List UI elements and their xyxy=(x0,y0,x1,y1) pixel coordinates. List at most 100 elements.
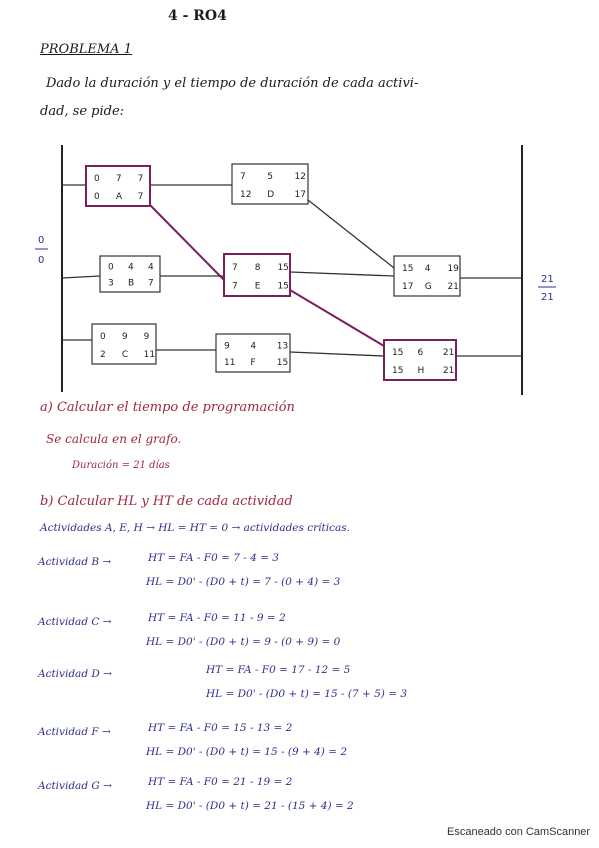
activity-ht: HT = FA - F0 = 7 - 4 = 3 xyxy=(148,552,279,564)
node-box xyxy=(91,323,157,365)
node-value: 0 xyxy=(100,332,106,342)
problem-heading: PROBLEMA 1 xyxy=(40,42,132,57)
end-fraction-bottom: 21 xyxy=(541,292,554,303)
node-box xyxy=(223,253,291,297)
edge-F-H xyxy=(289,351,385,357)
node-value: 9 xyxy=(122,332,128,342)
node-value: 8 xyxy=(255,263,261,273)
node-value: 0 xyxy=(94,192,100,202)
end-fraction-top: 21 xyxy=(541,274,554,285)
node-value: G xyxy=(425,282,432,292)
activity-ht: HT = FA - F0 = 21 - 19 = 2 xyxy=(148,776,293,788)
node-value: 7 xyxy=(232,263,238,273)
section-a-line-2: Duración = 21 días xyxy=(72,460,170,471)
activity-name: Actividad G → xyxy=(38,780,112,792)
node-value: 11 xyxy=(144,350,155,360)
scanner-watermark: Escaneado con CamScanner xyxy=(447,826,591,838)
start-fraction-top: 0 xyxy=(38,235,44,246)
node-value: 4 xyxy=(128,263,134,273)
critical-activities-line: Actividades A, E, H → HL = HT = 0 → acti… xyxy=(40,522,350,534)
node-value: 15 xyxy=(392,366,403,376)
node-value: 11 xyxy=(224,358,235,368)
node-value: 15 xyxy=(402,264,413,274)
page-header: 4 - RO4 xyxy=(168,8,227,24)
node-value: B xyxy=(128,279,134,289)
start-fraction-bottom: 0 xyxy=(38,255,44,266)
node-value: 15 xyxy=(392,348,403,358)
node-value: 3 xyxy=(108,279,114,289)
activity-name: Actividad D → xyxy=(38,668,112,680)
node-box xyxy=(231,163,309,205)
node-g: 15 4 19 17 G 21 xyxy=(393,255,461,297)
node-box xyxy=(85,165,151,207)
section-b-label: b) Calcular HL y HT de cada actividad xyxy=(40,494,293,509)
node-value: 0 xyxy=(108,263,114,273)
node-value: 2 xyxy=(100,350,106,360)
activity-ht: HT = FA - F0 = 17 - 12 = 5 xyxy=(206,664,351,676)
node-box xyxy=(393,255,461,297)
activity-hl: HL = D0' - (D0 + t) = 7 - (0 + 4) = 3 xyxy=(146,576,341,588)
node-value: 17 xyxy=(295,190,306,200)
activity-ht: HT = FA - F0 = 11 - 9 = 2 xyxy=(148,612,286,624)
edge-D-G xyxy=(307,199,395,269)
edge-E-H xyxy=(289,289,385,347)
activity-ht: HT = FA - F0 = 15 - 13 = 2 xyxy=(148,722,293,734)
node-value: H xyxy=(417,366,424,376)
node-value: 12 xyxy=(295,172,306,182)
intro-line-1: Dado la duración y el tiempo de duración… xyxy=(46,76,419,91)
node-value: 5 xyxy=(267,172,273,182)
node-value: D xyxy=(267,190,274,200)
node-value: 6 xyxy=(417,348,423,358)
node-value: 15 xyxy=(277,263,288,273)
node-value: 9 xyxy=(224,341,230,351)
node-value: A xyxy=(116,192,123,202)
node-value: 0 xyxy=(94,174,100,184)
node-value: 9 xyxy=(144,332,150,342)
node-value: 7 xyxy=(240,172,246,182)
node-value: 7 xyxy=(232,281,238,291)
edge-E-G xyxy=(289,271,395,277)
node-value: 7 xyxy=(148,279,154,289)
node-value: 7 xyxy=(138,192,144,202)
node-box xyxy=(215,333,291,373)
node-value: 21 xyxy=(447,282,458,292)
node-value: C xyxy=(122,350,128,360)
node-value: E xyxy=(255,281,261,291)
activity-name: Actividad B → xyxy=(38,556,112,568)
activity-hl: HL = D0' - (D0 + t) = 9 - (0 + 9) = 0 xyxy=(146,636,341,648)
activity-hl: HL = D0' - (D0 + t) = 21 - (15 + 4) = 2 xyxy=(146,800,354,812)
node-value: 4 xyxy=(250,341,256,351)
node-value: 15 xyxy=(277,281,288,291)
node-c: 0 9 9 2 C 11 xyxy=(91,323,157,365)
node-value: 21 xyxy=(443,348,454,358)
node-value: 15 xyxy=(277,358,288,368)
node-value: 19 xyxy=(447,264,459,274)
edge-start-B xyxy=(61,275,101,279)
activity-name: Actividad F → xyxy=(38,726,111,738)
activity-hl: HL = D0' - (D0 + t) = 15 - (9 + 4) = 2 xyxy=(146,746,348,758)
node-box xyxy=(99,255,161,293)
node-value: 7 xyxy=(116,174,122,184)
intro-line-2: dad, se pide: xyxy=(40,104,125,119)
activity-name: Actividad C → xyxy=(38,616,112,628)
edge-A-E xyxy=(149,204,225,281)
section-a-line-1: Se calcula en el grafo. xyxy=(46,432,182,446)
node-value: 17 xyxy=(402,282,413,292)
node-value: 12 xyxy=(240,190,251,200)
node-b: 0 4 4 3 B 7 xyxy=(99,255,161,293)
node-f: 9 4 13 11 F 15 xyxy=(215,333,291,373)
node-value: 4 xyxy=(148,263,154,273)
activity-hl: HL = D0' - (D0 + t) = 15 - (7 + 5) = 3 xyxy=(206,688,408,700)
node-value: 21 xyxy=(443,366,454,376)
node-value: 4 xyxy=(425,264,431,274)
node-value: 7 xyxy=(138,174,144,184)
node-box xyxy=(383,339,457,381)
node-value: 13 xyxy=(277,341,288,351)
section-a-label: a) Calcular el tiempo de programación xyxy=(40,400,295,415)
node-value: F xyxy=(250,358,255,368)
